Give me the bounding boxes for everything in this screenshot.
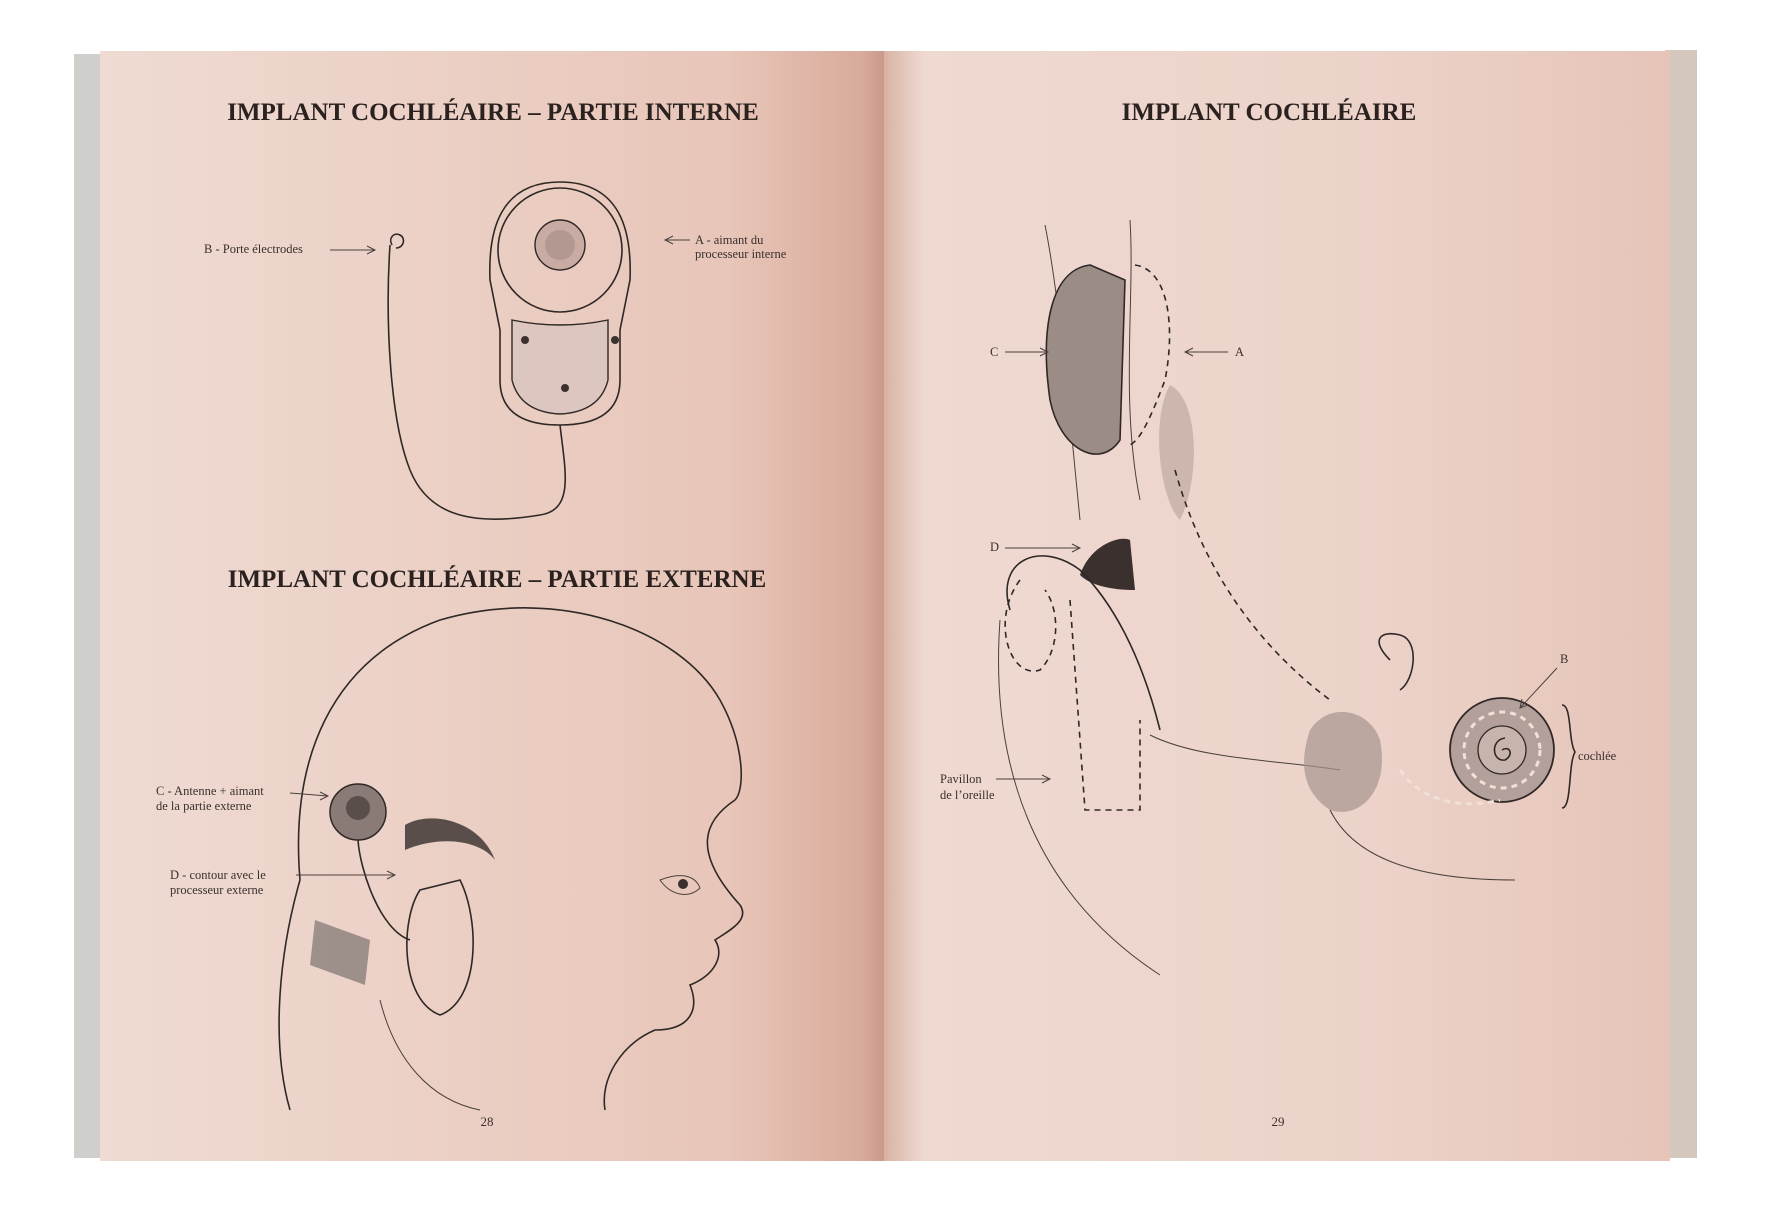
arrow-icon	[1519, 667, 1558, 709]
label-cochlea: cochlée	[1578, 749, 1617, 763]
label-contour-1: D - contour avec le	[170, 868, 266, 882]
label-pinna-2: de l’oreille	[940, 788, 995, 802]
ear-anatomy-illustration	[998, 219, 1555, 976]
arrow-icon	[1005, 543, 1082, 553]
arrow-icon	[296, 870, 397, 880]
label-c-antenna: C	[990, 345, 998, 359]
label-electrode-carrier: B - Porte électrodes	[204, 242, 303, 256]
label-b-electrodes: B	[1560, 652, 1568, 666]
label-antenna-1: C - Antenne + aimant	[156, 784, 264, 798]
arrow-icon	[663, 235, 690, 245]
internal-implant-illustration	[387, 181, 631, 520]
label-internal-magnet-1: A - aimant du	[695, 233, 764, 247]
title-cochlear-implant: IMPLANT COCHLÉAIRE	[1122, 98, 1417, 126]
head-illustration	[278, 607, 744, 1111]
left-page	[100, 51, 884, 1161]
page-number-right: 29	[1272, 1114, 1285, 1129]
arrow-icon	[289, 791, 330, 801]
label-pinna-1: Pavillon	[940, 772, 982, 786]
page-number-left: 28	[481, 1114, 494, 1129]
title-internal-part: IMPLANT COCHLÉAIRE – PARTIE INTERNE	[227, 98, 759, 126]
label-contour-2: processeur externe	[170, 883, 264, 897]
brace-icon	[1561, 704, 1576, 809]
label-antenna-2: de la partie externe	[156, 799, 252, 813]
label-a-magnet: A	[1235, 345, 1244, 359]
label-d-contour: D	[990, 540, 999, 554]
page-edges	[74, 50, 1697, 1158]
arrow-icon	[330, 245, 377, 255]
label-internal-magnet-2: processeur interne	[695, 247, 787, 261]
arrow-icon	[1005, 347, 1050, 357]
arrow-icon	[996, 774, 1052, 784]
title-external-part: IMPLANT COCHLÉAIRE – PARTIE EXTERNE	[228, 565, 767, 593]
arrow-icon	[1183, 347, 1228, 357]
right-page	[884, 51, 1670, 1161]
